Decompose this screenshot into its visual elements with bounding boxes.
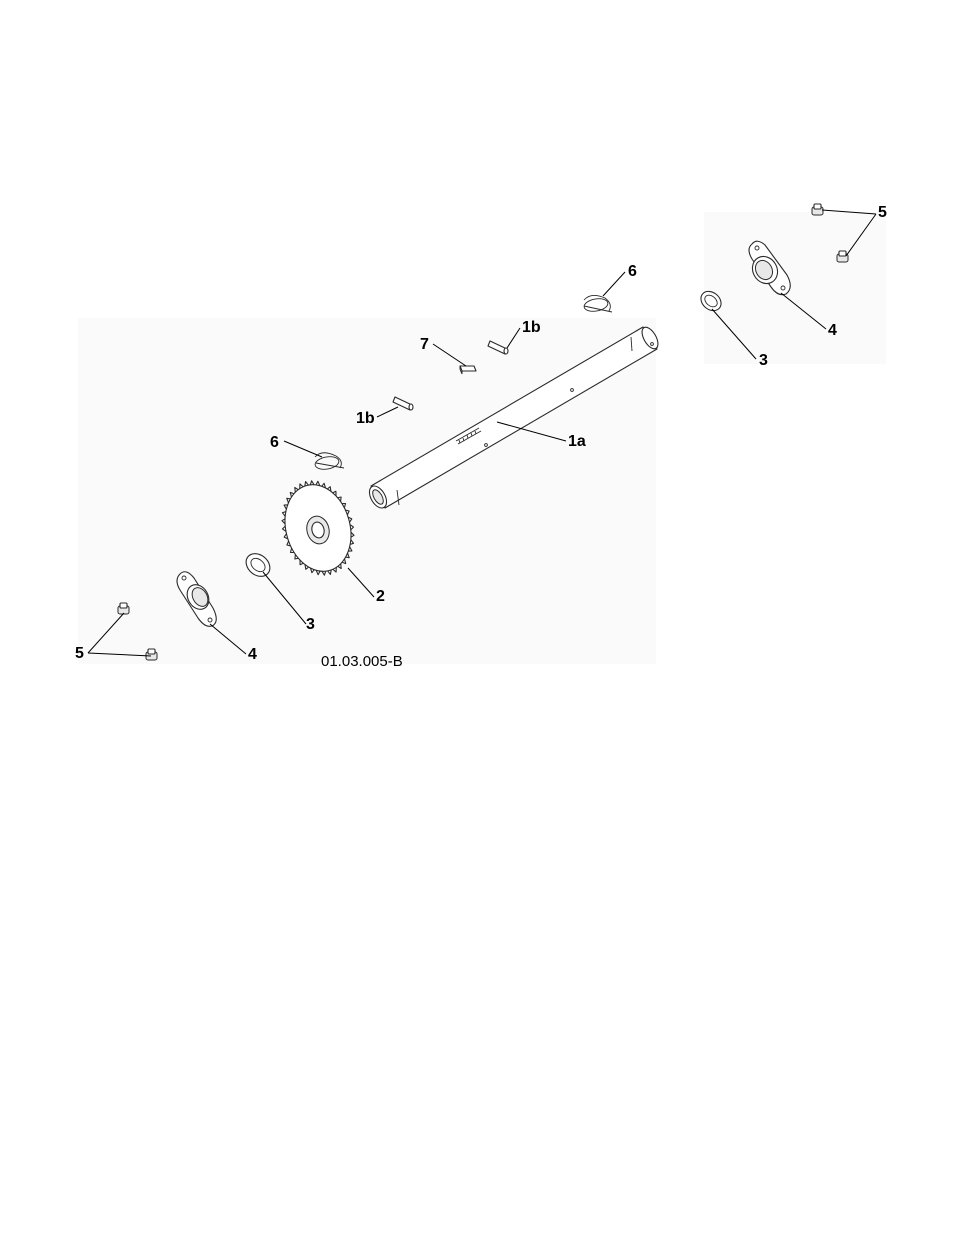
callout-6-top: 6 [628,263,637,280]
callout-6-left: 6 [270,434,279,451]
figure-reference-number: 01.03.005-B [321,653,403,670]
bolt-5-left-lower [146,649,157,660]
callout-5-top: 5 [878,204,887,221]
hairpin-clip-6-right [583,295,612,313]
callout-3-right: 3 [759,352,768,369]
bolt-5-left-upper [118,603,129,614]
callout-1b-middle: 1b [356,410,375,427]
callout-3-left: 3 [306,616,315,633]
diagram-background-right [704,212,886,364]
bolt-5-right-lower [837,251,848,262]
callout-1b-top: 1b [522,319,541,336]
callout-2: 2 [376,588,385,605]
callout-4-right: 4 [828,322,837,339]
callout-7: 7 [420,336,429,353]
callout-4-left: 4 [248,646,257,663]
callout-1a: 1a [568,433,586,450]
bolt-5-right-upper [812,204,823,215]
callout-5-left: 5 [75,645,84,662]
